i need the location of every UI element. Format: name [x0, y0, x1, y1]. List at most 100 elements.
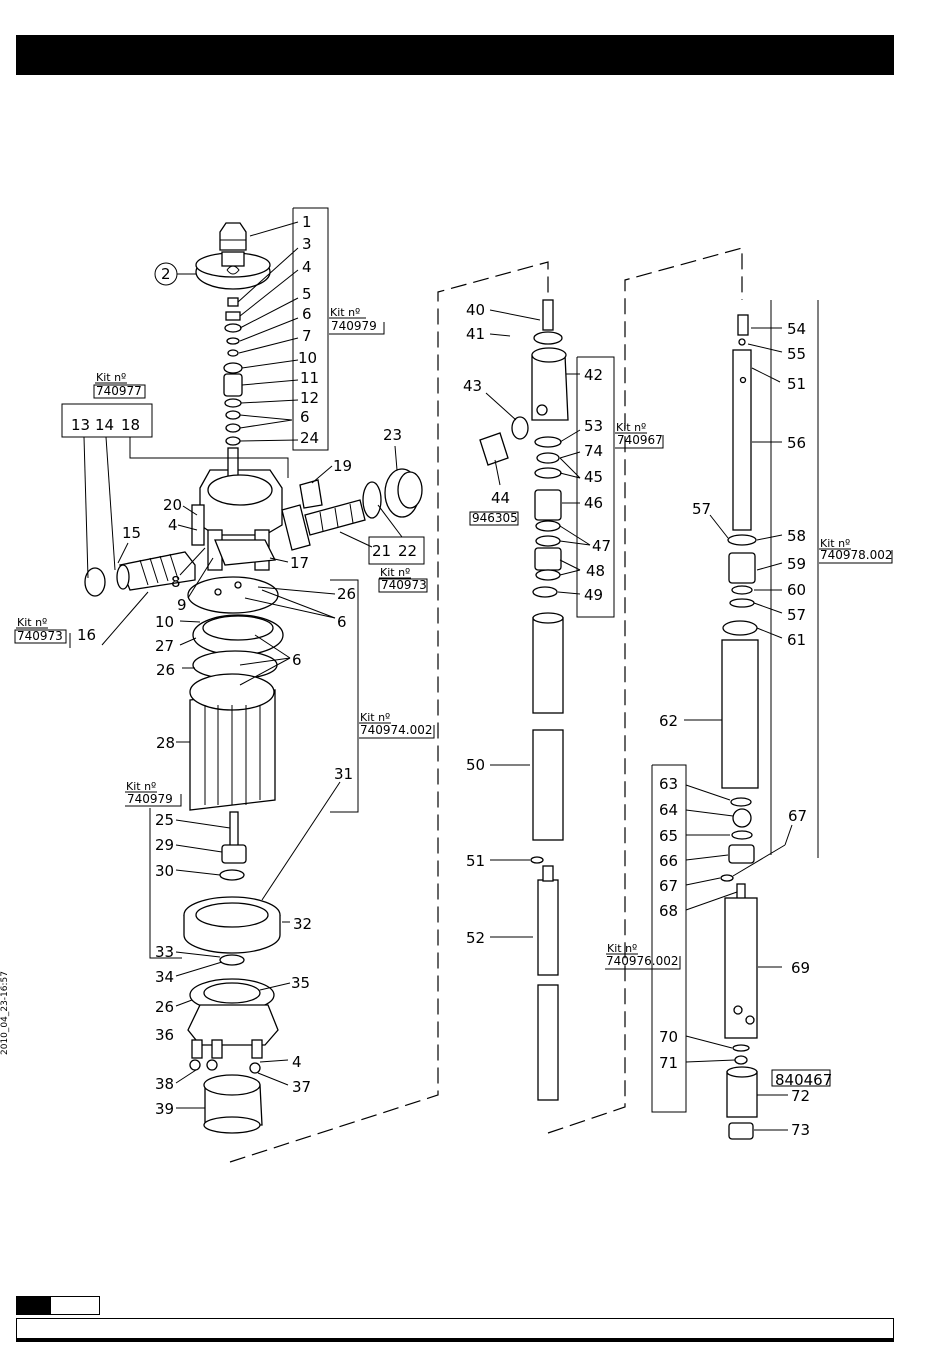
part-label: 26	[155, 998, 174, 1016]
part-label: 8	[171, 573, 181, 591]
part-label: 11	[300, 369, 319, 387]
part-label: 53	[584, 417, 603, 435]
part-label: 2	[161, 265, 171, 283]
kit-heading: Kit nº	[126, 780, 156, 793]
part-label: 13	[71, 416, 90, 434]
kit-number: 740974.002	[360, 723, 433, 737]
part-label: 51	[787, 375, 806, 393]
part-label: 19	[333, 457, 352, 475]
part-label: 1	[302, 213, 312, 231]
kit-brackets	[61, 207, 819, 1113]
part-label: 45	[584, 468, 603, 486]
part-label: 47	[592, 537, 611, 555]
part-label: 59	[787, 555, 806, 573]
part-label: 10	[155, 613, 174, 631]
part-label: 65	[659, 827, 678, 845]
part-label: 48	[586, 562, 605, 580]
kit-number: 740979	[127, 792, 173, 806]
part-label: 5	[302, 285, 312, 303]
kit-heading: Kit nº	[330, 306, 360, 319]
part-label: 38	[155, 1075, 174, 1093]
kit-heading: Kit nº	[380, 566, 410, 579]
kit-heading: Kit nº	[96, 371, 126, 384]
part-label: 72	[791, 1087, 810, 1105]
part-label: 28	[156, 734, 175, 752]
part-label: 26	[156, 661, 175, 679]
timestamp: 2010_04_23-16:57	[0, 971, 10, 1055]
part-label: 73	[791, 1121, 810, 1139]
part-label: 44	[491, 489, 510, 507]
part-label: 62	[659, 712, 678, 730]
part-label: 58	[787, 527, 806, 545]
part-label: 34	[155, 968, 174, 986]
kit-number: 946305	[472, 511, 518, 525]
part-labels: 1 2 3 4 5 6 7 10 11 12 6 24 13 14 18 15 …	[71, 213, 810, 1139]
part-label: 40	[466, 301, 485, 319]
kit-number: 740967	[617, 433, 663, 447]
leader-lines	[83, 221, 793, 1131]
kit-heading: Kit nº	[607, 942, 637, 955]
part-label: 46	[584, 494, 603, 512]
part-label: 3	[302, 235, 312, 253]
part-label: 37	[292, 1078, 311, 1096]
kit-number: 740976.002	[606, 954, 679, 968]
footer-bar	[16, 1318, 894, 1342]
part-label: 42	[584, 366, 603, 384]
part-label: 50	[466, 756, 485, 774]
part-label: 10	[298, 349, 317, 367]
kit-heading: Kit nº	[360, 711, 390, 724]
suction-assembly	[720, 314, 759, 1140]
part-label: 70	[659, 1028, 678, 1046]
part-label: 41	[466, 325, 485, 343]
part-label: 14	[95, 416, 114, 434]
part-label: 43	[463, 377, 482, 395]
kit-heading: Kit nº	[17, 616, 47, 629]
connection-lines	[229, 247, 743, 1163]
part-label: 32	[293, 915, 312, 933]
part-label: 24	[300, 429, 319, 447]
part-label: 16	[77, 626, 96, 644]
part-label: 25	[155, 811, 174, 829]
part-label: 27	[155, 637, 174, 655]
kit-number: 740978.002	[820, 548, 893, 562]
part-label: 66	[659, 852, 678, 870]
part-label: 26	[337, 585, 356, 603]
part-label: 9	[177, 596, 187, 614]
part-label: 52	[466, 929, 485, 947]
kit-number: 740973	[17, 629, 63, 643]
part-label: 57	[692, 500, 711, 518]
callout-circle-2	[154, 262, 178, 286]
part-label: 49	[584, 586, 603, 604]
kit-number: 840467	[775, 1071, 832, 1089]
pump-head-assembly	[84, 222, 423, 1134]
part-label: 4	[302, 258, 312, 276]
kit-heading: Kit nº	[616, 421, 646, 434]
part-label: 33	[155, 943, 174, 961]
part-label: 22	[398, 542, 417, 560]
part-label: 4	[292, 1053, 302, 1071]
part-label: 6	[337, 613, 347, 631]
part-label: 31	[334, 765, 353, 783]
part-label: 35	[291, 974, 310, 992]
header-bar	[16, 35, 894, 75]
part-label: 29	[155, 836, 174, 854]
part-label: 74	[584, 442, 603, 460]
part-label: 7	[302, 327, 312, 345]
kit-number: 740973	[381, 578, 427, 592]
part-label: 23	[383, 426, 402, 444]
part-label: 56	[787, 434, 806, 452]
part-label: 6	[302, 305, 312, 323]
part-label: 61	[787, 631, 806, 649]
part-label: 68	[659, 902, 678, 920]
part-label: 4	[168, 516, 178, 534]
part-label: 21	[372, 542, 391, 560]
part-label: 69	[791, 959, 810, 977]
part-label: 15	[122, 524, 141, 542]
part-label: 20	[163, 496, 182, 514]
part-label: 54	[787, 320, 806, 338]
kit-labels: Kit nº 740979 Kit nº 740977 Kit nº 74097…	[14, 306, 893, 1089]
piston-rod-assembly	[479, 299, 569, 1101]
part-label: 67	[788, 807, 807, 825]
kit-heading: Kit nº	[820, 537, 850, 550]
